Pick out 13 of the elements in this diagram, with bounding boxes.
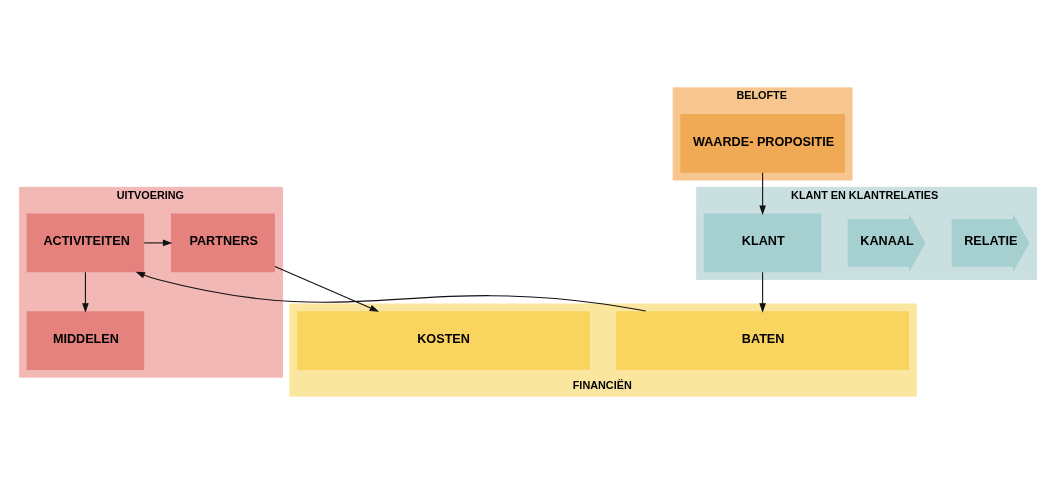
arrow bbox=[759, 271, 766, 313]
node-box: BATEN bbox=[616, 311, 910, 370]
node-box: MIDDELEN bbox=[26, 311, 145, 370]
node-box: PARTNERS bbox=[170, 213, 275, 273]
node-box: ACTIVITEITEN bbox=[26, 213, 145, 273]
arrow bbox=[274, 265, 380, 312]
arrow bbox=[135, 271, 647, 312]
node-box: WAARDE- PROPOSITIE bbox=[680, 114, 845, 173]
arrow bbox=[759, 172, 766, 215]
node-box: KLANT bbox=[703, 213, 822, 273]
arrow bbox=[82, 271, 89, 313]
arrow bbox=[143, 239, 173, 247]
node-box: KOSTEN bbox=[297, 311, 590, 370]
